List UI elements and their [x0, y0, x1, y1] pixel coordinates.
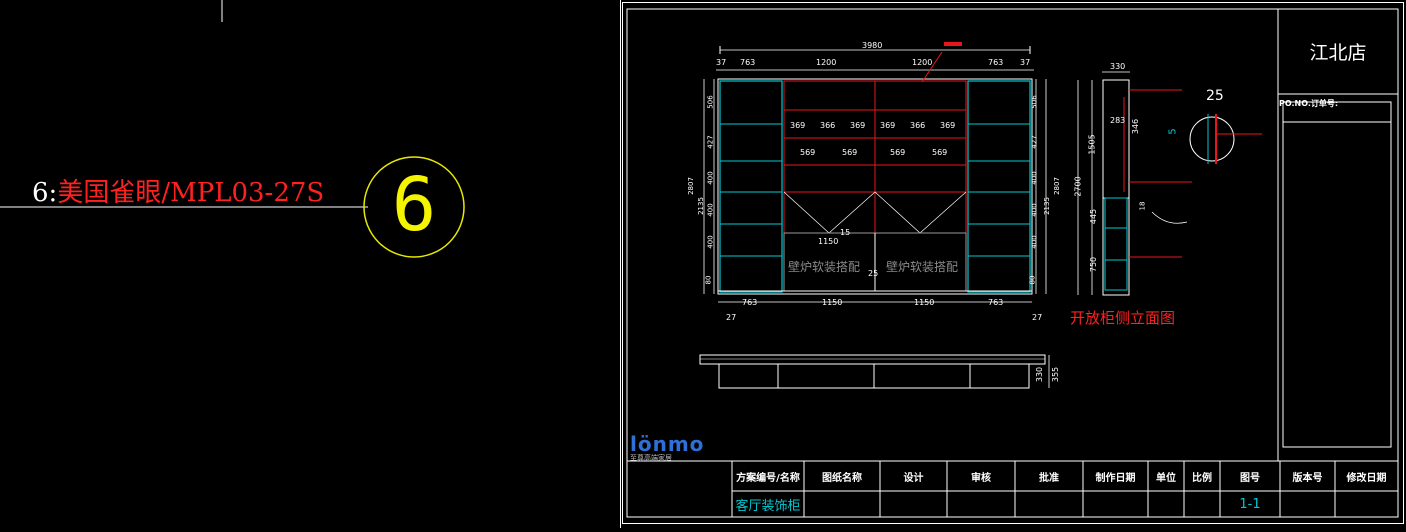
- side-h2-dim: 445: [1089, 208, 1099, 225]
- plan-dim-1: 330: [1035, 366, 1045, 383]
- bottom-dim-2: 1150: [822, 298, 843, 307]
- inner-dim-1: 369: [790, 121, 806, 130]
- header-review: 审核: [971, 472, 991, 484]
- inner-dim-6: 369: [940, 121, 956, 130]
- right-h-3: 400: [1030, 171, 1039, 185]
- right-dim-col: 506 427 400 400 400 80 2135 2807: [1028, 80, 1061, 294]
- watermark-right: 壁炉软装搭配: [886, 260, 959, 274]
- header-date: 制作日期: [1095, 472, 1136, 484]
- bottom-end-right: 27: [1032, 313, 1043, 322]
- side-top-dim: 330: [1110, 62, 1126, 71]
- top-dim-row: 37 763 1200 1200 763 37: [716, 58, 1034, 68]
- drawing-sheet[interactable]: 3980 37 763 1200 1200 763 37 369 366 369…: [622, 2, 1404, 524]
- bottom-dim-3: 1150: [914, 298, 935, 307]
- header-revision-date: 修改日期: [1346, 472, 1387, 484]
- left-h-5: 400: [706, 235, 715, 249]
- overall-width-dim: 3980: [862, 41, 883, 50]
- side-sub-283: 283: [1110, 116, 1126, 125]
- top-dim-1: 37: [716, 58, 727, 67]
- material-note: 6:美国雀眼/MPL03-27S: [32, 172, 324, 209]
- detail-small-dim: 5: [1167, 128, 1179, 135]
- side-sub-346: 346: [1131, 118, 1141, 135]
- center-small-dim: 15: [840, 228, 851, 237]
- left-total-1: 2807: [686, 177, 695, 195]
- right-h-6: 80: [1028, 275, 1037, 285]
- top-dim-3: 1200: [816, 58, 837, 67]
- bottom-dim-1: 763: [742, 298, 758, 307]
- bottom-small-dim: 25: [868, 269, 879, 278]
- bottom-end-left: 27: [726, 313, 737, 322]
- header-approve: 批准: [1039, 472, 1059, 484]
- header-design: 设计: [903, 472, 924, 484]
- side-small-dim: 18: [1138, 201, 1147, 211]
- inner-dim-2: 366: [820, 121, 836, 130]
- logo-wordmark: lönmo: [630, 432, 705, 456]
- header-unit: 单位: [1156, 472, 1176, 484]
- right-h-1: 506: [1030, 95, 1039, 109]
- right-h-2: 427: [1030, 135, 1039, 149]
- left-linework: [0, 0, 465, 258]
- left-h-1: 506: [706, 95, 715, 109]
- right-h-5: 400: [1030, 235, 1039, 249]
- bottom-dim-4: 763: [988, 298, 1004, 307]
- side-elevation-caption: 开放柜侧立面图: [1070, 309, 1176, 327]
- viewport-divider: [620, 0, 621, 528]
- right-total-2: 2135: [1042, 197, 1051, 215]
- side-h1-dim: 1505: [1087, 134, 1097, 155]
- left-h-6: 80: [704, 275, 713, 285]
- mid-dim-3: 569: [890, 148, 906, 157]
- right-total-1: 2807: [1052, 177, 1061, 195]
- header-scheme: 方案编号/名称: [736, 472, 800, 484]
- top-dim-5: 763: [988, 58, 1004, 67]
- company-logo: lönmo 至尊高端家居: [630, 434, 710, 462]
- sheet-linework: [622, 2, 1404, 524]
- material-note-prefix: 6:: [32, 178, 58, 208]
- inner-dim-3: 369: [850, 121, 866, 130]
- sheet-no-value: 1-1: [1239, 496, 1261, 512]
- detail-dim: 25: [1206, 88, 1224, 104]
- left-h-4: 400: [706, 203, 715, 217]
- header-sheet-no: 图号: [1240, 472, 1260, 484]
- side-total-dim: 2700: [1073, 176, 1083, 197]
- inner-dim-5: 366: [910, 121, 926, 130]
- detail-bubble-circle: [363, 156, 465, 258]
- inner-dim-4: 369: [880, 121, 896, 130]
- side-h3-dim: 750: [1089, 256, 1099, 273]
- model-space-left[interactable]: 6:美国雀眼/MPL03-27S 6: [0, 0, 620, 528]
- logo-subtitle: 至尊高端家居: [630, 454, 672, 462]
- top-dim-4: 1200: [912, 58, 933, 67]
- header-scale: 比例: [1192, 472, 1212, 484]
- top-dim-6: 37: [1020, 58, 1031, 67]
- scheme-name-value: 客厅装饰柜: [735, 498, 801, 514]
- store-name: 江北店: [1309, 42, 1367, 64]
- center-dim: 1150: [818, 237, 839, 246]
- mid-dim-4: 569: [932, 148, 948, 157]
- header-version: 版本号: [1292, 472, 1323, 484]
- top-dim-2: 763: [740, 58, 756, 67]
- left-h-3: 400: [706, 171, 715, 185]
- header-drawing-name: 图纸名称: [822, 472, 862, 484]
- left-h-2: 427: [706, 135, 715, 149]
- detail-bubble-number: 6: [391, 162, 437, 248]
- material-note-code: 美国雀眼/MPL03-27S: [57, 178, 325, 208]
- left-total-2: 2135: [696, 197, 705, 215]
- po-number-label: PO.NO.订单号:: [1279, 99, 1339, 108]
- mid-dim-2: 569: [842, 148, 858, 157]
- watermark-left: 壁炉软装搭配: [788, 260, 861, 274]
- plan-dim-2: 355: [1051, 366, 1061, 383]
- left-dim-col: 2807 2135 506 427 400 400 400 80: [687, 80, 724, 294]
- mid-dim-1: 569: [800, 148, 816, 157]
- right-h-4: 400: [1030, 203, 1039, 217]
